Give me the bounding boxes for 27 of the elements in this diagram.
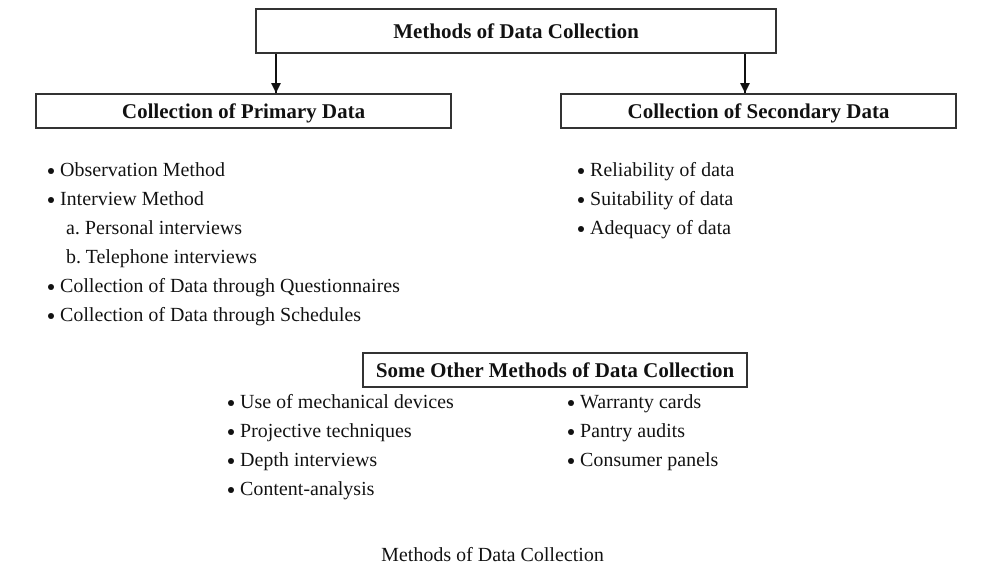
list-item: a. Personal interviews [66, 216, 242, 240]
heading-text: Collection of Secondary Data [628, 98, 890, 124]
caption: Methods of Data Collection [380, 544, 605, 567]
list-item: Interview Method [60, 187, 204, 211]
arrow [740, 54, 750, 93]
list-item: Collection of Data through Schedules [60, 303, 362, 327]
list-item: Suitability of data [590, 187, 734, 211]
heading-text: Some Other Methods of Data Collection [376, 358, 734, 382]
heading-box [255, 8, 777, 54]
list-item: Observation Method [60, 158, 225, 182]
list-item: Collection of Data through Questionnaires [60, 274, 400, 298]
heading-box [560, 93, 957, 129]
list-item: Reliability of data [590, 158, 734, 182]
heading-text: Collection of Primary Data [122, 98, 366, 124]
arrow [271, 54, 281, 93]
list-item: Adequacy of data [590, 216, 732, 240]
list-item: Content-analysis [240, 477, 374, 501]
list-item: Projective techniques [240, 419, 412, 443]
list-item: Consumer panels [580, 448, 718, 472]
list-item: Use of mechanical devices [240, 390, 454, 414]
list-item: Depth interviews [240, 448, 378, 472]
list-item: b. Telephone interviews [66, 245, 257, 269]
heading-box [35, 93, 452, 129]
heading-text: Methods of Data Collection [393, 18, 639, 44]
list-item: Pantry audits [580, 419, 685, 443]
heading-box [362, 352, 748, 388]
list-item: Warranty cards [580, 390, 702, 414]
